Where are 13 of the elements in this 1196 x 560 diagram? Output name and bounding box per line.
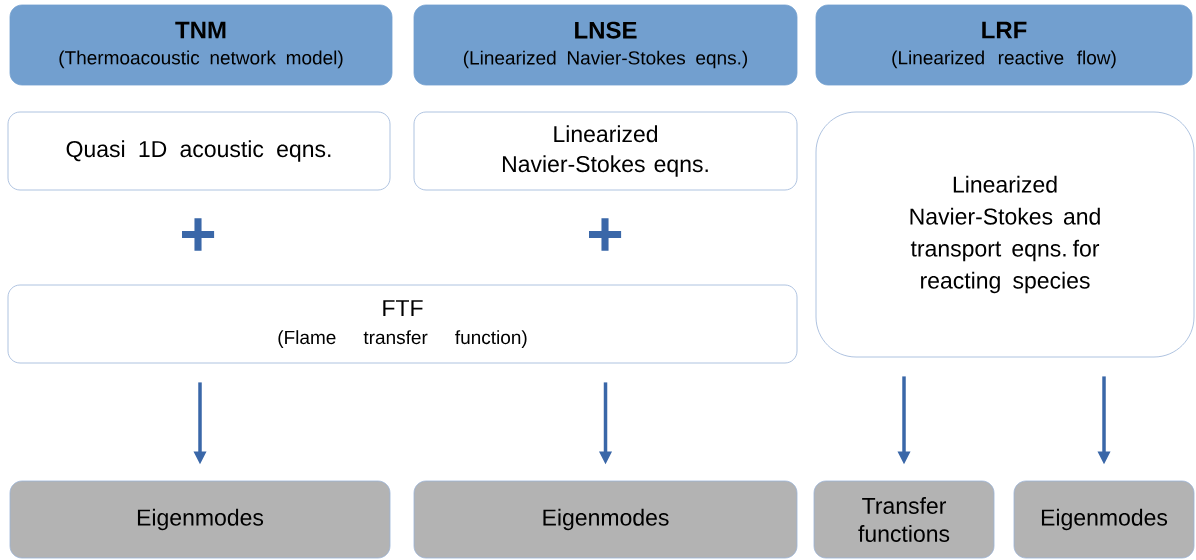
header-box: LNSE (Linearized Navier-Stokes eqns.) [413,4,798,86]
plus-sign: + [182,218,215,251]
model-box: FTF (Flame transfer function) [7,284,798,364]
model-box: Linearized Navier-Stokes eqns. [413,111,798,191]
model-box: Linearized Navier-Stokes and transport eqns. for reacting species [815,111,1195,358]
header-box: LRF (Linearized reactive flow) [815,4,1193,86]
result-box: Eigenmodes [1013,480,1195,559]
result-box: Transfer functions [813,480,995,559]
result-box: Eigenmodes [413,480,798,559]
header-box: TNM (Thermoacoustic network model) [9,4,393,86]
result-box: Eigenmodes [9,480,391,559]
model-box: Quasi 1D acoustic eqns. [7,111,391,191]
plus-sign: + [589,218,622,251]
